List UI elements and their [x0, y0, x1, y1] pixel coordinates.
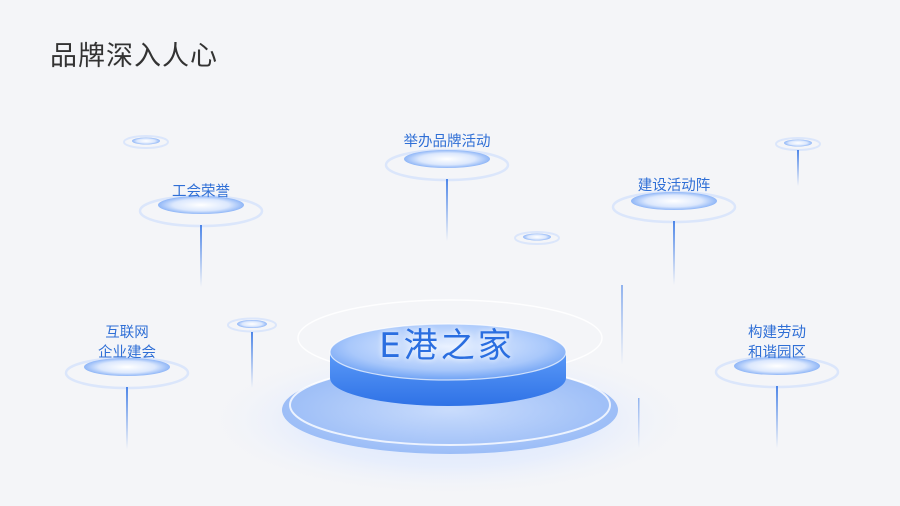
node-internet [64, 356, 190, 449]
page-title: 品牌深入人心 [50, 41, 218, 72]
node-label-honor: 工会荣誉 [172, 184, 230, 200]
node-label-brand: 举办品牌活动 [403, 134, 491, 150]
node-harmony [714, 355, 840, 448]
node-label-base: 建设活动阵 [637, 178, 711, 194]
decor-pad [227, 317, 277, 388]
node-base [611, 190, 737, 285]
decor-pad [123, 135, 169, 149]
node-label-harmony: 构建劳动 和谐园区 [748, 325, 806, 361]
center-label: E港之家 [379, 326, 515, 366]
node-honor [138, 194, 264, 287]
decor-pad [514, 231, 560, 245]
node-brand [384, 148, 510, 241]
center-platform [200, 299, 700, 498]
decor-pad [775, 137, 821, 186]
node-label-internet: 互联网 企业建会 [98, 325, 156, 361]
decor-pads [123, 135, 821, 448]
